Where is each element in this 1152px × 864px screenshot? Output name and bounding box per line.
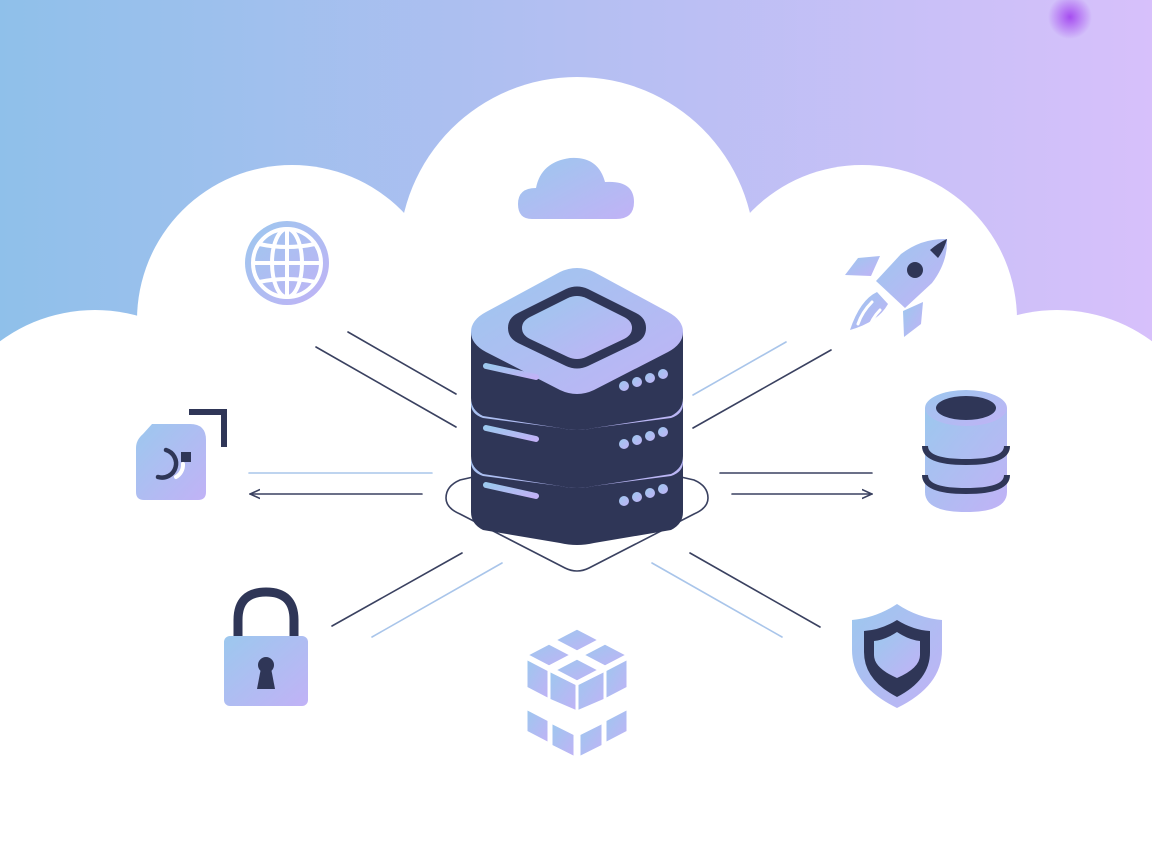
database-icon bbox=[922, 390, 1010, 512]
cloud-icon bbox=[518, 157, 634, 219]
cube-cluster-icon bbox=[524, 626, 630, 760]
transfer-document-icon bbox=[136, 409, 227, 500]
server-stack-icon bbox=[445, 268, 709, 572]
connector-line bbox=[331, 552, 463, 627]
connector-line bbox=[651, 562, 783, 638]
shield-icon bbox=[852, 604, 942, 708]
server-unit-top bbox=[471, 268, 683, 430]
glow-dot bbox=[1048, 0, 1092, 39]
connector-line bbox=[347, 331, 457, 395]
padlock-icon bbox=[224, 587, 308, 706]
connector-line bbox=[689, 552, 821, 628]
connector-line bbox=[371, 562, 503, 638]
connector-line bbox=[315, 346, 457, 428]
rocket-icon bbox=[845, 238, 948, 337]
connector-line bbox=[692, 349, 832, 429]
connector-line bbox=[692, 341, 787, 396]
globe-icon bbox=[245, 221, 329, 305]
connector-lines bbox=[248, 331, 872, 638]
